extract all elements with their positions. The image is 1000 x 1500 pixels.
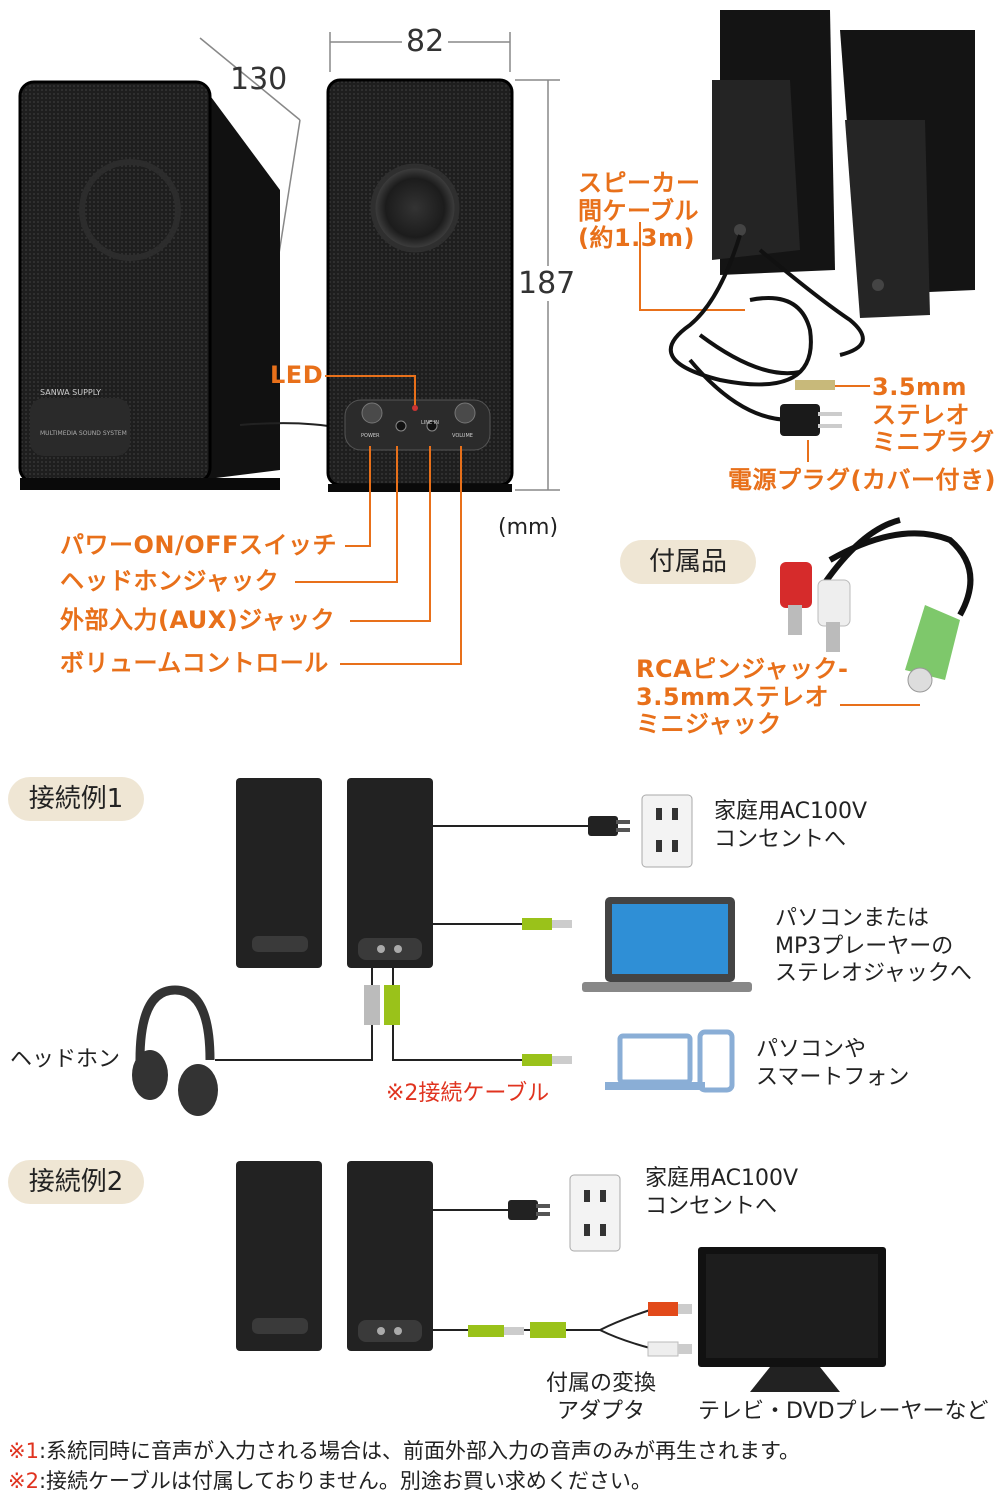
- speaker-model: MULTIMEDIA SOUND SYSTEM: [40, 430, 127, 437]
- example2-outlet-label: 家庭用AC100V コンセントへ: [645, 1166, 799, 1219]
- width-dimension: 82: [402, 24, 449, 59]
- inter-speaker-cable-label: スピーカー 間ケーブル (約1.3m): [578, 169, 701, 253]
- volume-control-label: ボリュームコントロール: [60, 649, 329, 677]
- stereo-mini-plug-label: 3.5mm ステレオ ミニプラグ: [872, 373, 995, 457]
- adapter-label: 付属の変換 アダプタ: [546, 1371, 657, 1424]
- example1-badge: 接続例1: [8, 777, 144, 821]
- rca-adapter-label: RCAピンジャック- 3.5mmステレオ ミニジャック: [636, 655, 849, 739]
- footnote-2: ※2:接続ケーブルは付属しておりません。別途お買い求めください。: [8, 1469, 652, 1493]
- tv-dvd-label: テレビ・DVDプレーヤーなど: [698, 1399, 989, 1424]
- example1-diagram: [132, 778, 752, 1116]
- headphone-jack-label: ヘッドホンジャック: [60, 567, 280, 595]
- connection-cable-note: ※2接続ケーブル: [386, 1081, 550, 1106]
- rear-speakers-photo: [668, 10, 975, 436]
- headphone-label: ヘッドホン: [10, 1047, 121, 1072]
- power-plug-label: 電源プラグ(カバー付き): [728, 466, 996, 494]
- speaker-brand: SANWA SUPPLY: [40, 388, 102, 397]
- example1-outlet-label: 家庭用AC100V コンセントへ: [714, 799, 868, 852]
- panel-line-in: LINE IN: [421, 420, 439, 426]
- pc-mp3-label: パソコンまたは MP3プレーヤーの ステレオジャックへ: [775, 906, 972, 986]
- leader-lines: [295, 222, 920, 706]
- panel-power: POWER: [361, 433, 380, 439]
- example2-badge: 接続例2: [8, 1160, 144, 1204]
- height-dimension: 187: [518, 266, 576, 301]
- aux-jack-label: 外部入力(AUX)ジャック: [60, 606, 336, 634]
- footnote-1: ※1:系統同時に音声が入力される場合は、前面外部入力の音声のみが再生されます。: [8, 1439, 800, 1463]
- example2-diagram: [236, 1161, 886, 1392]
- accessory-badge: 付属品: [620, 540, 756, 584]
- power-switch-label: パワーON/OFFスイッチ: [60, 531, 337, 559]
- led-label: LED: [270, 361, 324, 389]
- left-speaker: [18, 80, 341, 490]
- right-speaker: [326, 78, 514, 492]
- rca-adapter-photo: [780, 517, 974, 693]
- pc-phone-label: パソコンや スマートフォン: [756, 1037, 910, 1090]
- panel-volume: VOLUME: [452, 433, 473, 439]
- depth-dimension: 130: [230, 62, 288, 97]
- unit-label: (mm): [498, 515, 559, 540]
